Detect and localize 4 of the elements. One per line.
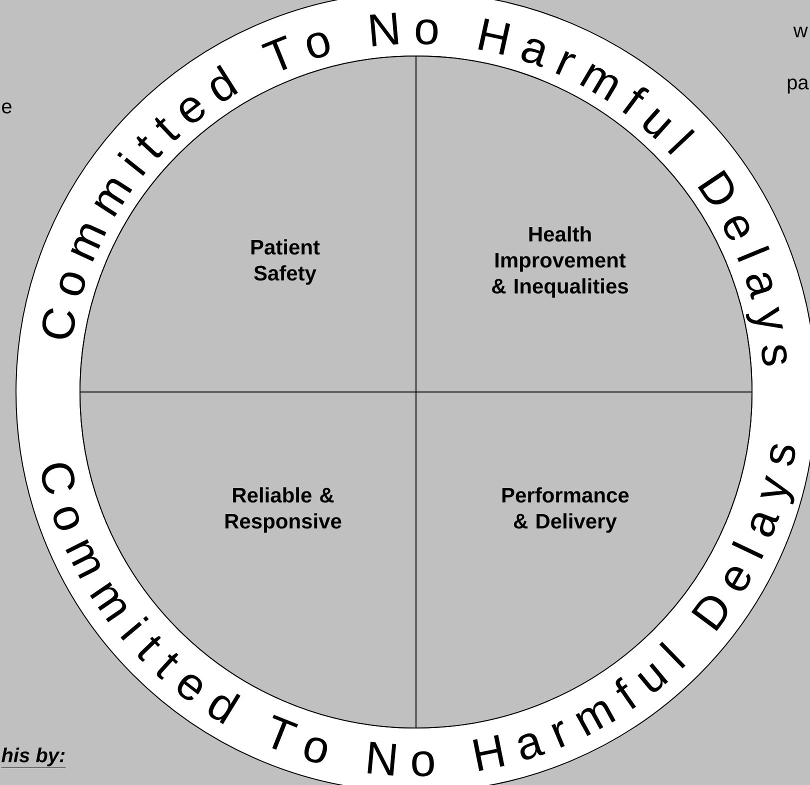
side-text: e xyxy=(2,102,12,114)
side-text: w xyxy=(793,26,808,38)
side-text: his by: xyxy=(1,748,66,768)
side-text: pa xyxy=(788,78,809,94)
